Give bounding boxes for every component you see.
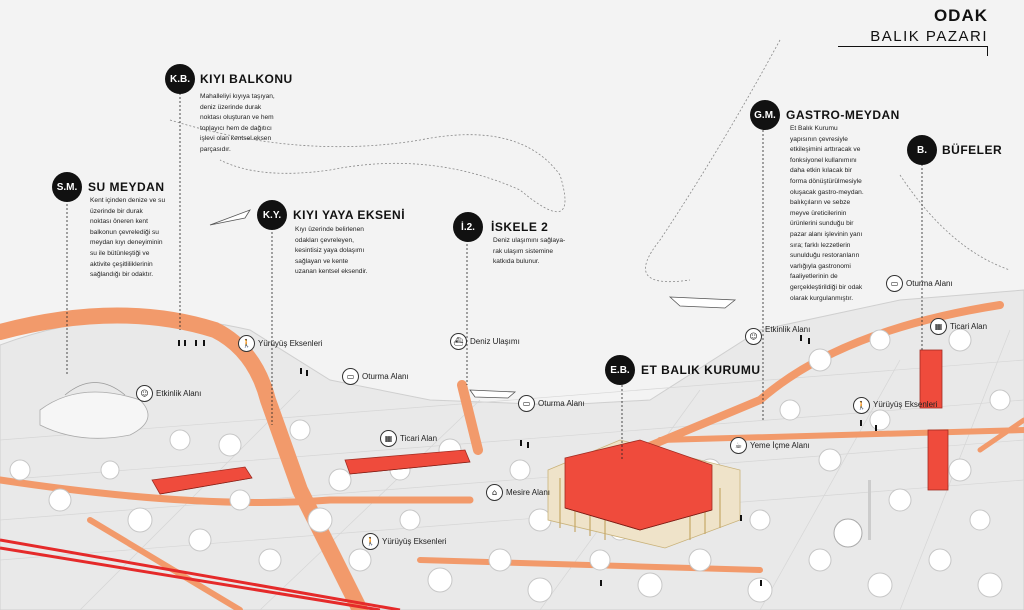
desc-line: etkileşimini arttıracak ve [790, 146, 861, 154]
desc-line: Kıyı üzerinde belirlenen [295, 226, 364, 233]
desc-line: uzanan kentsel eksendir. [295, 268, 368, 276]
callout-badge-sm: S.M. [52, 172, 82, 202]
desc-line: forma dönüştürülmesiyle [790, 177, 862, 185]
callout-badge-kb: K.B. [165, 64, 195, 94]
callout-badge-eb: E.B. [605, 355, 635, 385]
desc-line: fonksiyonel kullanımını [790, 156, 857, 164]
shop-icon: ▦ [380, 430, 397, 447]
desc-line: aktivite çeşitliliklerinin [90, 260, 153, 268]
desc-line: noktası öneren kent [90, 218, 148, 226]
desc-line: katkıda bulunur. [493, 258, 540, 266]
desc-line: odakları çevreleyen, [295, 236, 355, 244]
desc-line: sağlandığı bir odaktır. [90, 271, 154, 279]
desc-line: üzerinde bir durak [90, 207, 143, 215]
desc-line: parçasıdır. [200, 145, 231, 153]
callout-desc-kb: Mahalleliyi kıyıya taşıyan, deniz üzerin… [200, 92, 275, 156]
label-ticari-2: Ticari Alan [950, 322, 988, 331]
page-title: ODAK [933, 6, 988, 25]
title-underline-tick [987, 46, 988, 56]
label-yuruyus-3: Yürüyüş Eksenleri [873, 400, 938, 409]
ferry-icon: ⛴ [450, 333, 467, 350]
desc-line: Kent içinden denize ve su [90, 197, 166, 204]
desc-line: olarak kurgulanmıştır. [790, 294, 854, 302]
desc-line: su ile bütünleştiği ve [90, 249, 150, 257]
page-subtitle: BALIK PAZARI [870, 28, 988, 45]
title-block: ODAK BALIK PAZARI [870, 6, 988, 45]
callout-badge-gm: G.M. [750, 100, 780, 130]
bench-icon: ▭ [342, 368, 359, 385]
desc-line: Et Balık Kurumu [790, 125, 838, 132]
desc-line: Mahalleliyi kıyıya taşıyan, [200, 93, 275, 100]
desc-line: sağlayan ve kente [295, 257, 349, 265]
callout-desc-gm: Et Balık Kurumu yapısının çevresiyle etk… [790, 124, 864, 304]
desc-line: oluşacak gastro-meydan. [790, 188, 864, 196]
callout-title-sm: SU MEYDAN [88, 180, 165, 194]
dining-icon: ☕ [730, 437, 747, 454]
desc-line: ürünlerini sunduğu bir [790, 220, 854, 228]
desc-line: pazar alanı işlevinin yanı [790, 230, 863, 238]
desc-line: sıra; farklı lezzetlerin [790, 241, 851, 249]
desc-line: sunulduğu restoranların [790, 252, 860, 260]
desc-line: varlığıyla gastronomi [790, 262, 851, 270]
desc-line: meyve üreticilerinin [790, 209, 847, 217]
walking-icon: 🚶 [238, 335, 255, 352]
picnic-icon: ⌂ [486, 484, 503, 501]
desc-line: kesintisiz yaya dolaşımı [295, 247, 365, 255]
desc-line: daha etkin kılacak bir [790, 167, 852, 175]
desc-line: balkonun çevrelediği su [90, 228, 159, 236]
label-mesire: Mesire Alanı [506, 488, 551, 497]
label-yuruyus-1: Yürüyüş Eksenleri [258, 339, 323, 348]
label-etkinlik-1: Etkinlik Alanı [156, 389, 202, 398]
label-oturma-2: Oturma Alanı [538, 399, 585, 408]
bench-icon: ▭ [886, 275, 903, 292]
desc-line: yapısının çevresiyle [790, 135, 848, 143]
people-group-icon: ☺ [745, 328, 762, 345]
callout-title-kb: KIYI BALKONU [200, 72, 293, 86]
label-oturma-3: Oturma Alanı [906, 279, 953, 288]
desc-line: noktası oluşturan ve hem [200, 114, 274, 122]
callout-desc-sm: Kent içinden denize ve su üzerinde bir d… [90, 196, 165, 281]
label-ticari-1: Ticari Alan [400, 434, 438, 443]
desc-line: faaliyetlerinin de [790, 273, 838, 281]
callout-title-gm: GASTRO-MEYDAN [786, 108, 900, 122]
callout-badge-iskele: İ.2. [453, 212, 483, 242]
desc-line: meydan kıyı deneyiminin [90, 239, 163, 247]
walking-icon: 🚶 [362, 533, 379, 550]
walking-icon: 🚶 [853, 397, 870, 414]
desc-line: rak ulaşım sistemine [493, 247, 554, 255]
callout-badge-bufeler: B. [907, 135, 937, 165]
callout-title-ky: KIYI YAYA EKSENİ [293, 208, 406, 222]
bench-icon: ▭ [518, 395, 535, 412]
desc-line: balıkçıların ve sebze [790, 199, 851, 207]
callout-desc-iskele: Deniz ulaşımını sağlaya- rak ulaşım sist… [493, 236, 565, 268]
callout-title-bufeler: BÜFELER [942, 143, 1003, 157]
label-deniz-ulasimi: Deniz Ulaşımı [470, 337, 520, 346]
callout-desc-ky: Kıyı üzerinde belirlenen odakları çevrel… [295, 225, 368, 278]
callout-title-eb: ET BALIK KURUMU [641, 363, 761, 377]
desc-line: deniz üzerinde durak [200, 103, 262, 111]
callout-title-iskele: İSKELE 2 [491, 220, 549, 234]
shop-icon: ▦ [930, 318, 947, 335]
title-underline [838, 46, 988, 47]
label-yuruyus-2: Yürüyüş Eksenleri [382, 537, 447, 546]
label-yeme-icme: Yeme İçme Alanı [750, 441, 810, 450]
desc-line: gerçekleştirildiği bir odak [790, 283, 863, 291]
label-etkinlik-2: Etkinlik Alanı [765, 325, 811, 334]
callout-badge-ky: K.Y. [257, 200, 287, 230]
label-oturma-1: Oturma Alanı [362, 372, 409, 381]
desc-line: Deniz ulaşımını sağlaya- [493, 237, 566, 244]
people-group-icon: ☺ [136, 385, 153, 402]
desc-line: toplayıcı hem de dağıtıcı [200, 124, 272, 132]
desc-line: işlevi olan kentsel eksen [200, 135, 272, 143]
